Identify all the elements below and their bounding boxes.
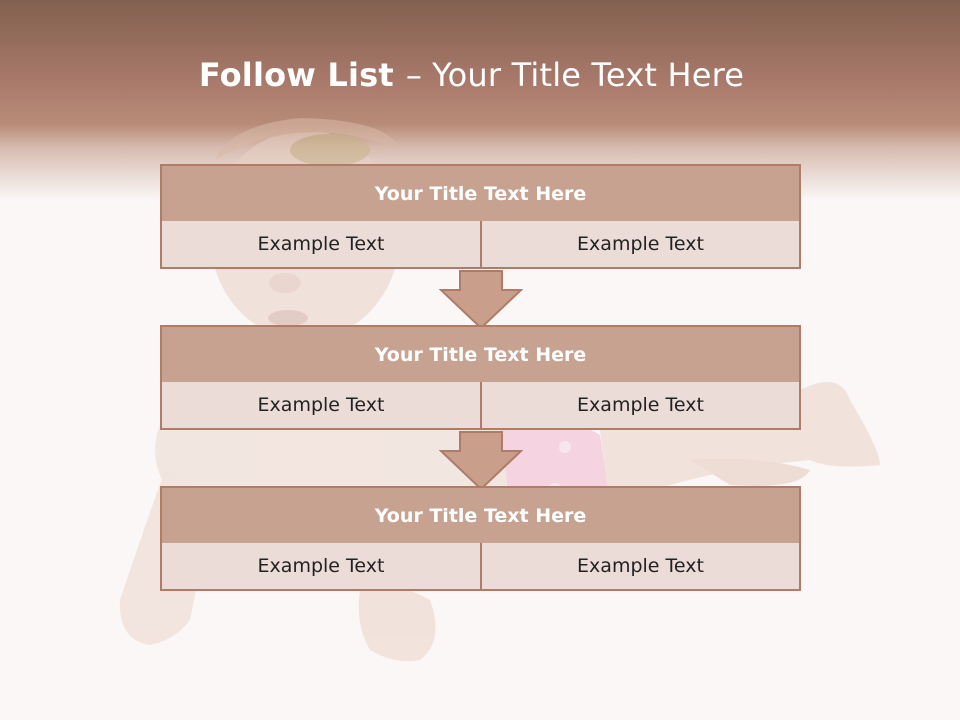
block-title: Your Title Text Here <box>160 325 801 384</box>
slide-title-bold: Follow List <box>198 56 394 94</box>
block-title: Your Title Text Here <box>160 164 801 223</box>
slide-title-rest: Your Title Text Here <box>432 56 745 94</box>
slide-title: Follow List–Your Title Text Here <box>0 56 943 94</box>
block-cell-left: Example Text <box>160 543 482 591</box>
down-arrow-icon <box>439 431 523 491</box>
block-cell-left: Example Text <box>160 221 482 269</box>
block-title: Your Title Text Here <box>160 486 801 545</box>
block-cell-right: Example Text <box>480 221 801 269</box>
down-arrow-icon <box>439 270 523 330</box>
block-cell-right: Example Text <box>480 543 801 591</box>
block-cell-left: Example Text <box>160 382 482 430</box>
slide-title-separator: – <box>405 56 423 94</box>
block-cell-right: Example Text <box>480 382 801 430</box>
